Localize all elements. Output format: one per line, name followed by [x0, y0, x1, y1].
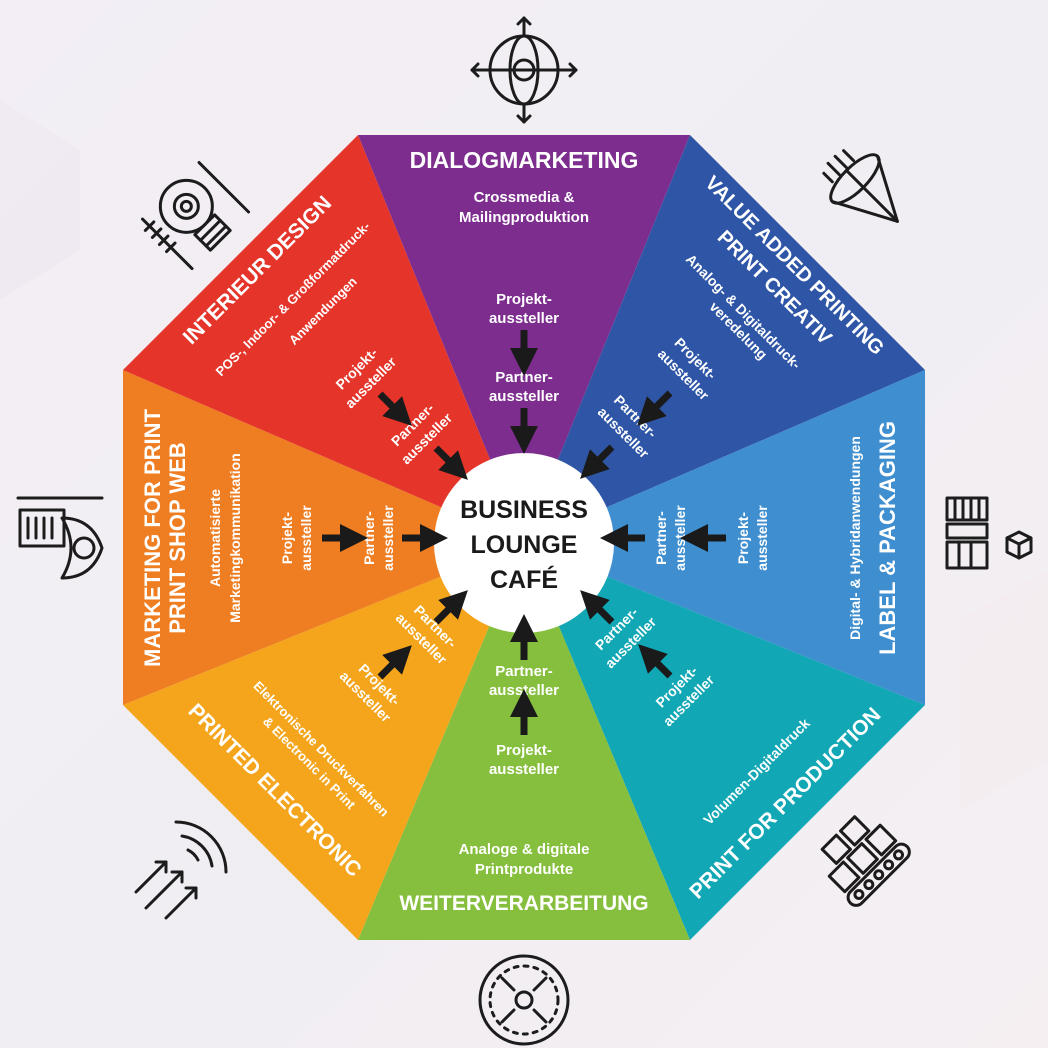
segment-print-for-production [524, 543, 925, 940]
dialog-projekt-1: Projekt- [496, 291, 552, 308]
arrow-value-2 [580, 444, 615, 479]
segment-interieur-design [123, 135, 524, 543]
arrow-printed-1 [377, 645, 412, 680]
center-line-2: LOUNGE [471, 531, 578, 559]
label-texts: LABEL & PACKAGING Digital- & Hybridanwen… [653, 421, 900, 655]
cone-megaphone-icon [822, 149, 899, 223]
dialog-sub-2: Mailingproduktion [459, 209, 589, 226]
arrow-production-2 [580, 590, 615, 625]
arrow-printed-2 [433, 590, 468, 625]
center-circle [434, 453, 614, 633]
weiterverarbeitung-texts: WEITERVERARBEITUNG Analoge & digitale Pr… [399, 663, 648, 915]
marketing-partner-2: aussteller [380, 505, 396, 571]
lightbulb-gear-icon [141, 161, 251, 271]
dialog-texts: DIALOGMARKETING Crossmedia & Mailingprod… [410, 147, 639, 405]
weiterverarbeitung-partner-2: aussteller [489, 682, 559, 699]
arrow-interieur-1 [377, 391, 412, 426]
label-projekt-2: aussteller [754, 505, 770, 571]
circle-arrows-icon [478, 954, 570, 1046]
dialog-sub-1: Crossmedia & [474, 189, 575, 206]
marketing-title-1: MARKETING FOR PRINT [140, 409, 165, 667]
background-pattern [0, 100, 1048, 810]
arrow-production-1 [638, 644, 673, 679]
center-line-3: CAFÉ [490, 565, 558, 594]
conveyor-boxes-icon [820, 815, 911, 907]
weiterverarbeitung-partner-1: Partner- [495, 663, 553, 680]
weiterverarbeitung-projekt-1: Projekt- [496, 742, 552, 759]
weiterverarbeitung-sub-1: Analoge & digitale [459, 841, 590, 858]
marketing-projekt-1: Projekt- [279, 512, 295, 564]
center-line-1: BUSINESS [460, 496, 588, 524]
segment-weiterverarbeitung [358, 543, 690, 940]
segment-value-added [524, 135, 925, 543]
arrow-interieur-2 [433, 445, 468, 480]
weiterverarbeitung-sub-2: Printprodukte [475, 861, 573, 878]
label-projekt-1: Projekt- [735, 512, 751, 564]
marketing-sub-2: Marketingkommunikation [227, 453, 243, 623]
label-title: LABEL & PACKAGING [875, 421, 900, 655]
label-partner-2: aussteller [672, 505, 688, 571]
label-partner-1: Partner- [653, 511, 669, 565]
weiterverarbeitung-projekt-2: aussteller [489, 761, 559, 778]
dialog-partner-2: aussteller [489, 388, 559, 405]
marketing-projekt-2: aussteller [298, 505, 314, 571]
weiterverarbeitung-title: WEITERVERARBEITUNG [399, 892, 648, 915]
marketing-title-2: PRINT SHOP WEB [165, 442, 190, 634]
dialog-title: DIALOGMARKETING [410, 147, 639, 173]
document-eye-icon [16, 496, 104, 580]
globe-arrows-icon [470, 16, 578, 124]
label-sub: Digital- & Hybridanwendungen [847, 436, 863, 640]
dialog-partner-1: Partner- [495, 369, 553, 386]
buildings-cube-icon [945, 496, 1033, 570]
radar-arrows-icon [134, 820, 228, 920]
arrow-value-1 [637, 390, 673, 426]
dialog-projekt-2: aussteller [489, 310, 559, 327]
arrows [322, 330, 726, 735]
marketing-sub-1: Automatisierte [207, 489, 223, 587]
marketing-texts: MARKETING FOR PRINT PRINT SHOP WEB Autom… [140, 409, 396, 667]
segment-printed-electronic [123, 543, 524, 940]
marketing-partner-1: Partner- [361, 511, 377, 565]
